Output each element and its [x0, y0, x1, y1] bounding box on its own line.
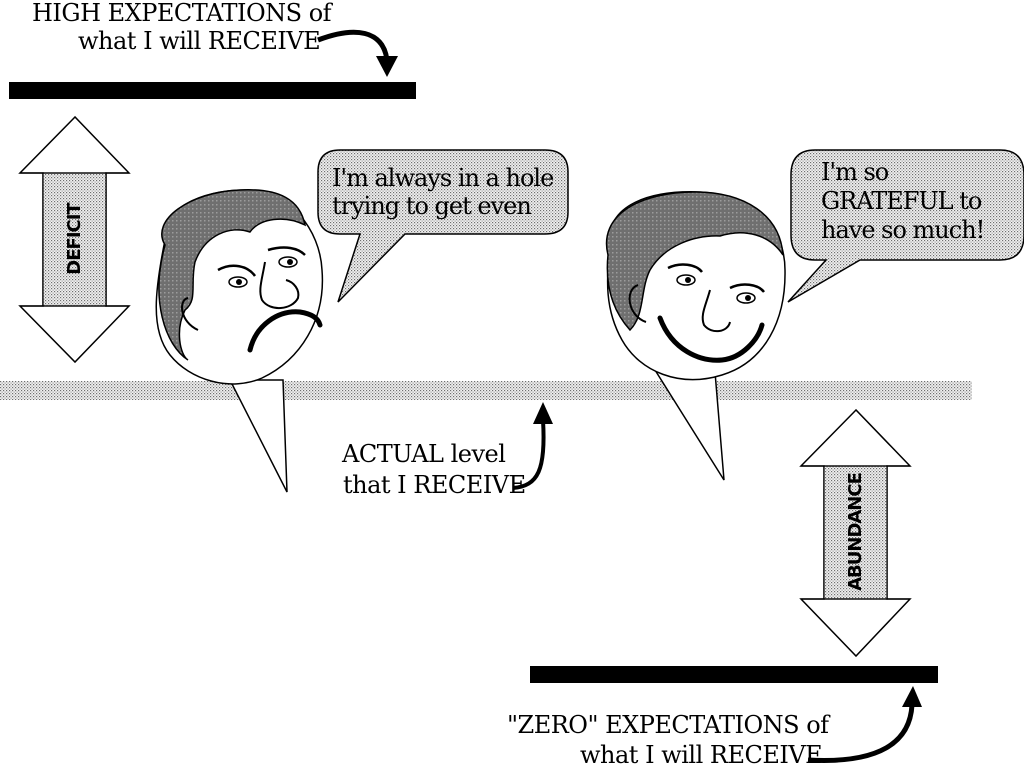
abundance-label: ABUNDANCE: [845, 473, 866, 591]
happy-face-icon: [605, 191, 786, 481]
right-speech-bubble: [787, 149, 1024, 303]
actual-level-label-line2: that I RECEIVE: [343, 471, 526, 499]
curved-arrow-icon: [317, 29, 398, 77]
right-bubble-line1: I'm so: [821, 158, 889, 186]
actual-level-bar: [0, 381, 972, 400]
actual-level-label-line1: ACTUAL level: [342, 440, 506, 468]
double-headed-arrow-icon: [799, 408, 912, 658]
curved-arrow-icon: [807, 686, 922, 763]
left-bubble-line2: trying to get even: [332, 192, 532, 220]
high-expectations-label-line1: HIGH EXPECTATIONS of: [32, 0, 332, 27]
high-expectations-label-line2: what I will RECEIVE: [78, 27, 321, 55]
unhappy-face-icon: [155, 189, 324, 493]
zero-expectations-label-line1: "ZERO" EXPECTATIONS of: [507, 711, 829, 739]
high-expectations-bar: [9, 82, 416, 99]
zero-expectations-label-line2: what I will RECEIVE: [580, 741, 823, 769]
right-bubble-line2: GRATEFUL to: [821, 187, 982, 215]
double-headed-arrow-icon: [18, 115, 131, 364]
right-bubble-line3: have so much!: [821, 216, 985, 244]
left-bubble-line1: I'm always in a hole: [332, 164, 554, 192]
zero-expectations-bar: [530, 666, 938, 683]
deficit-label: DEFICIT: [64, 203, 85, 275]
curved-arrow-icon: [512, 402, 553, 490]
left-speech-bubble: [317, 149, 569, 303]
